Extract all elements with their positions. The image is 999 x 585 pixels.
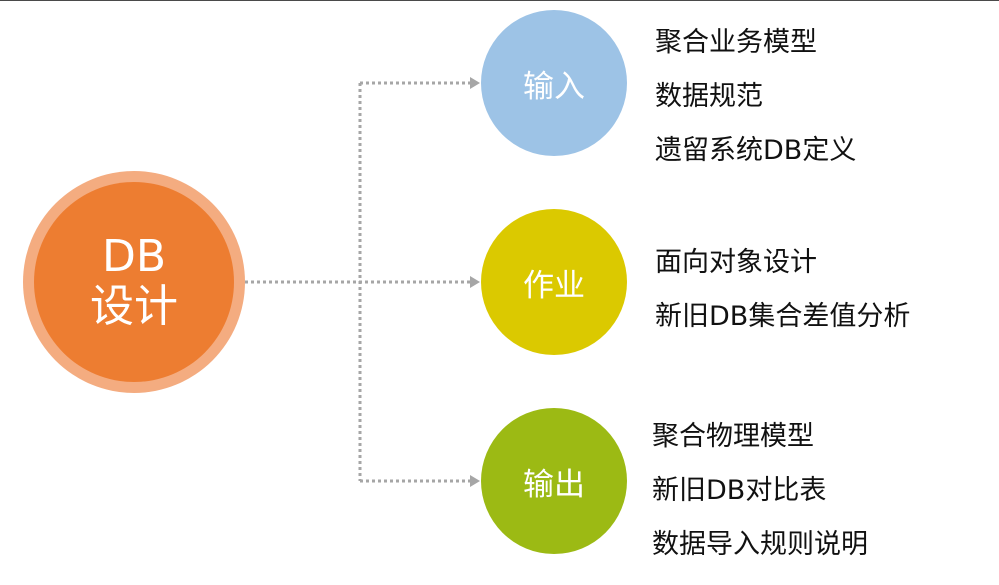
stage-items-input: 聚合业务模型 数据规范 遗留系统DB定义 bbox=[655, 16, 856, 178]
stage-label-process: 作业 bbox=[523, 267, 585, 304]
list-item: 新旧DB对比表 bbox=[652, 475, 827, 506]
stage-node-output: 输出 bbox=[481, 408, 627, 554]
main-node-outer-ring: DB 设计 bbox=[23, 171, 245, 393]
main-node-line2: 设计 bbox=[90, 281, 178, 332]
stage-label-input: 输入 bbox=[523, 68, 585, 105]
arrowhead-output bbox=[470, 475, 480, 487]
stage-node-process: 作业 bbox=[481, 209, 627, 355]
stage-items-process: 面向对象设计 新旧DB集合差值分析 bbox=[655, 236, 910, 344]
list-item: 聚合业务模型 bbox=[655, 27, 817, 58]
main-node: DB 设计 bbox=[34, 182, 234, 382]
stage-items-output: 聚合物理模型 新旧DB对比表 数据导入规则说明 bbox=[652, 410, 868, 572]
arrowhead-process bbox=[470, 276, 480, 288]
list-item: 遗留系统DB定义 bbox=[655, 135, 857, 166]
list-item: 数据导入规则说明 bbox=[652, 529, 868, 560]
list-item: 面向对象设计 bbox=[655, 247, 817, 278]
list-item: 聚合物理模型 bbox=[652, 421, 814, 452]
arrowhead-input bbox=[470, 77, 480, 89]
main-node-line1: DB bbox=[101, 231, 167, 282]
list-item: 新旧DB集合差值分析 bbox=[655, 301, 911, 332]
list-item: 数据规范 bbox=[655, 81, 763, 112]
stage-node-input: 输入 bbox=[481, 10, 627, 156]
stage-label-output: 输出 bbox=[523, 466, 585, 503]
top-border bbox=[0, 0, 999, 1]
